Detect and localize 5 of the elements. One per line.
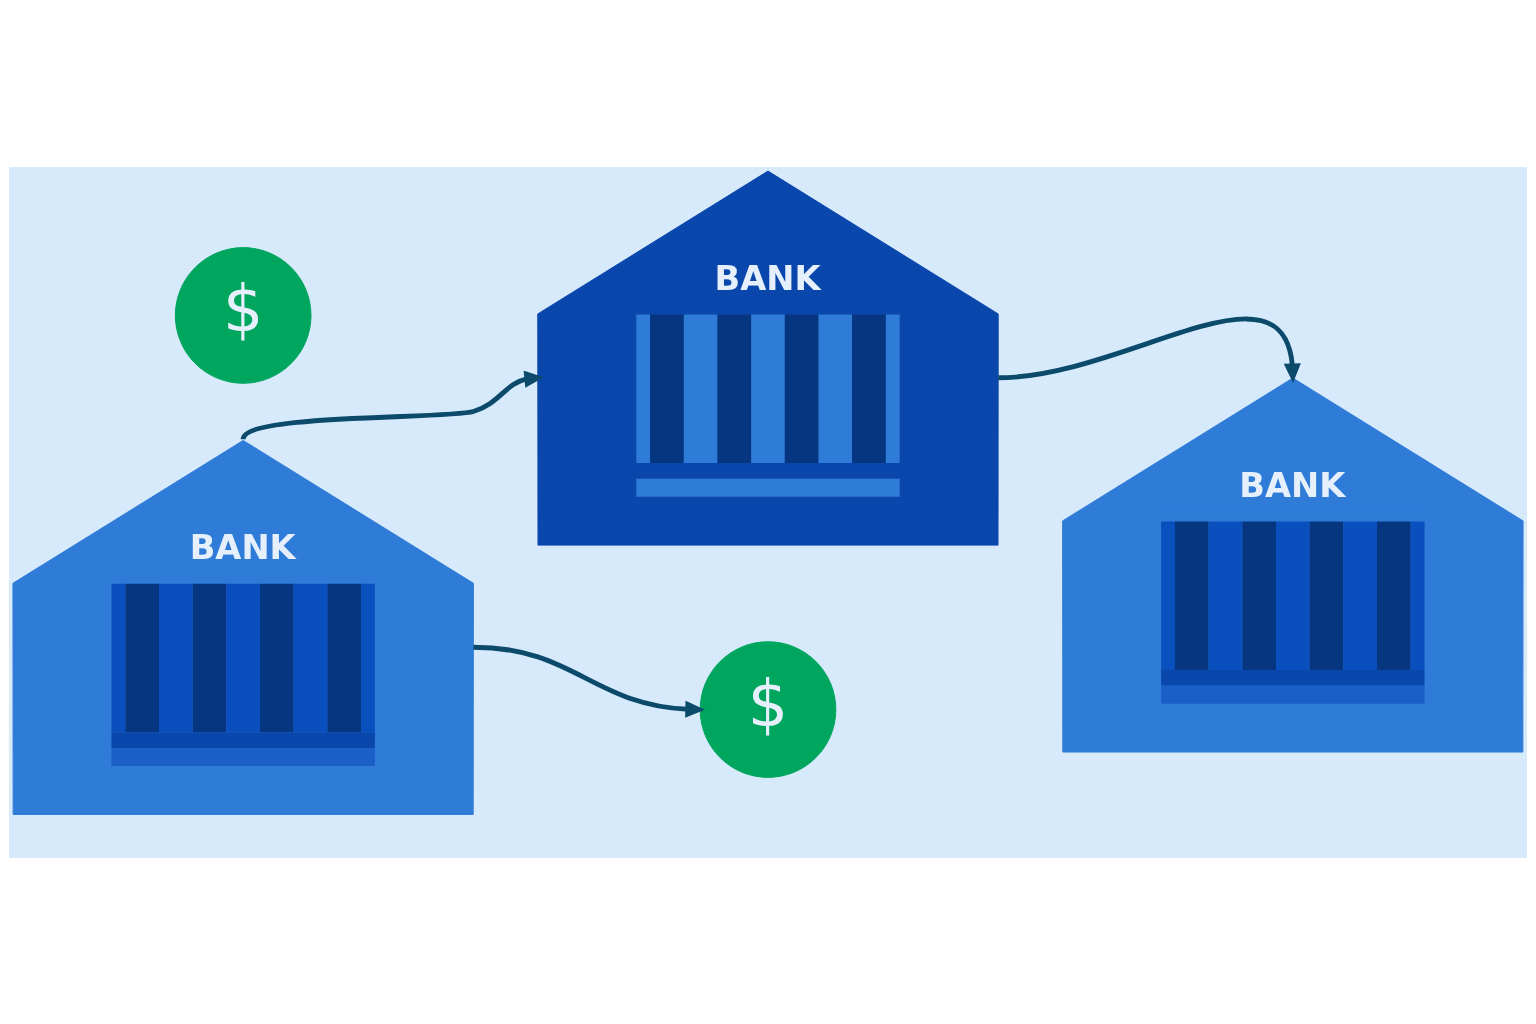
node-circle: $ [699,640,837,778]
node-circle: $ [174,246,312,384]
arrow [241,370,544,441]
arrow [998,316,1301,383]
arrow [473,644,705,718]
